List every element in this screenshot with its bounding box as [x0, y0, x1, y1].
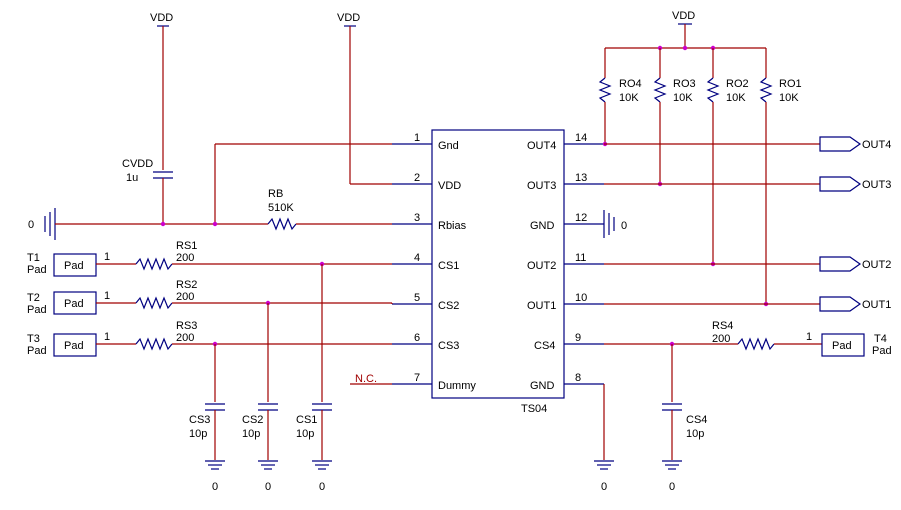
pin-num-2: 2 — [414, 172, 420, 184]
cs2-value: 10p — [242, 428, 260, 440]
pad-t4-box-label: Pad — [832, 340, 852, 352]
ic-pin-label-dummy: Dummy — [438, 380, 476, 392]
rs3-value: 200 — [176, 332, 194, 344]
port-out1 — [819, 296, 862, 312]
cs1-value: 10p — [296, 428, 314, 440]
pin-num-3: 3 — [414, 212, 420, 224]
vdd-label-3: VDD — [672, 10, 695, 22]
ro1-value: 10K — [779, 92, 799, 104]
ic-pin-label-gnd8: GND — [530, 380, 555, 392]
pin-num-9: 9 — [575, 332, 581, 344]
pad-t1-name: T1 — [27, 252, 40, 264]
ic-pin-label-vdd: VDD — [438, 180, 461, 192]
pin-num-14: 14 — [575, 132, 587, 144]
pin-num-11: 11 — [575, 252, 586, 264]
rs1-name: RS1 — [176, 240, 197, 252]
pad-t3-pin: 1 — [104, 331, 110, 343]
pin-num-4: 4 — [414, 252, 420, 264]
ic-pin-label-out1: OUT1 — [527, 300, 556, 312]
cs2-name: CS2 — [242, 414, 263, 426]
pad-t4-sub: Pad — [872, 345, 892, 357]
pad-t2-sub: Pad — [27, 304, 47, 316]
rb-value: 510K — [268, 202, 294, 214]
pad-t1-box — [53, 253, 97, 277]
pad-t4-pin: 1 — [806, 331, 812, 343]
ic-pin-label-cs2: CS2 — [438, 300, 459, 312]
vdd-label-2: VDD — [337, 12, 360, 24]
gnd-label-cs2: 0 — [265, 481, 271, 493]
rs1-value: 200 — [176, 252, 194, 264]
pin-num-1: 1 — [414, 132, 420, 144]
pin-num-13: 13 — [575, 172, 587, 184]
port-out3 — [819, 176, 862, 192]
ic-pin-label-cs4: CS4 — [534, 340, 555, 352]
rs4-name: RS4 — [712, 320, 733, 332]
ic-pin-label-cs1: CS1 — [438, 260, 459, 272]
cs4-value: 10p — [686, 428, 704, 440]
ro4-name: RO4 — [619, 78, 642, 90]
port-out3-label: OUT3 — [862, 179, 891, 191]
port-out2 — [819, 256, 862, 272]
pad-t3-name: T3 — [27, 333, 40, 345]
port-out4-label: OUT4 — [862, 139, 891, 151]
pin-num-6: 6 — [414, 332, 420, 344]
ic-pin-label-out3: OUT3 — [527, 180, 556, 192]
pin-num-7: 7 — [414, 372, 420, 384]
gnd-label-cs4: 0 — [669, 481, 675, 493]
pin-num-10: 10 — [575, 292, 587, 304]
gnd-label-cs1: 0 — [319, 481, 325, 493]
rs3-name: RS3 — [176, 320, 197, 332]
pad-t2-name: T2 — [27, 292, 40, 304]
rs4-value: 200 — [712, 333, 730, 345]
gnd-label-cs3: 0 — [212, 481, 218, 493]
pad-t3-box — [53, 333, 97, 357]
cvdd-name: CVDD — [122, 158, 153, 170]
pin-num-8: 8 — [575, 372, 581, 384]
pad-t3-sub: Pad — [27, 345, 47, 357]
rs2-value: 200 — [176, 291, 194, 303]
pad-t1-pin: 1 — [104, 251, 110, 263]
pad-t1-sub: Pad — [27, 264, 47, 276]
ic-body — [431, 129, 565, 399]
pad-t3-box-label: Pad — [64, 340, 84, 352]
pad-t4-name: T4 — [874, 333, 887, 345]
pin-num-12: 12 — [575, 212, 587, 224]
rb-name: RB — [268, 188, 283, 200]
ic-pin-label-gnd12: GND — [530, 220, 555, 232]
vdd-label-1: VDD — [150, 12, 173, 24]
cs3-value: 10p — [189, 428, 207, 440]
ro3-value: 10K — [673, 92, 693, 104]
ro1-name: RO1 — [779, 78, 802, 90]
port-out1-label: OUT1 — [862, 299, 891, 311]
cs1-name: CS1 — [296, 414, 317, 426]
ic-pin-label-out2: OUT2 — [527, 260, 556, 272]
nc-label: N.C. — [355, 373, 377, 385]
ic-pin-label-rbias: Rbias — [438, 220, 467, 232]
gnd-label-pin8: 0 — [601, 481, 607, 493]
ic-pin-label-cs3: CS3 — [438, 340, 459, 352]
pad-t1-box-label: Pad — [64, 260, 84, 272]
gnd-label-right: 0 — [621, 220, 627, 232]
cs4-name: CS4 — [686, 414, 707, 426]
ro2-name: RO2 — [726, 78, 749, 90]
pin-num-5: 5 — [414, 292, 420, 304]
rs2-name: RS2 — [176, 279, 197, 291]
ro4-value: 10K — [619, 92, 639, 104]
port-out2-label: OUT2 — [862, 259, 891, 271]
ro3-name: RO3 — [673, 78, 696, 90]
gnd-label-left: 0 — [28, 219, 34, 231]
ic-pin-label-gnd: Gnd — [438, 140, 459, 152]
port-out4 — [819, 136, 862, 152]
ic-name: TS04 — [521, 403, 547, 415]
cvdd-value: 1u — [126, 172, 138, 184]
ic-pin-label-out4: OUT4 — [527, 140, 556, 152]
cs3-name: CS3 — [189, 414, 210, 426]
pad-t2-pin: 1 — [104, 290, 110, 302]
ro2-value: 10K — [726, 92, 746, 104]
pad-t4-box — [821, 333, 865, 357]
pad-t2-box-label: Pad — [64, 298, 84, 310]
